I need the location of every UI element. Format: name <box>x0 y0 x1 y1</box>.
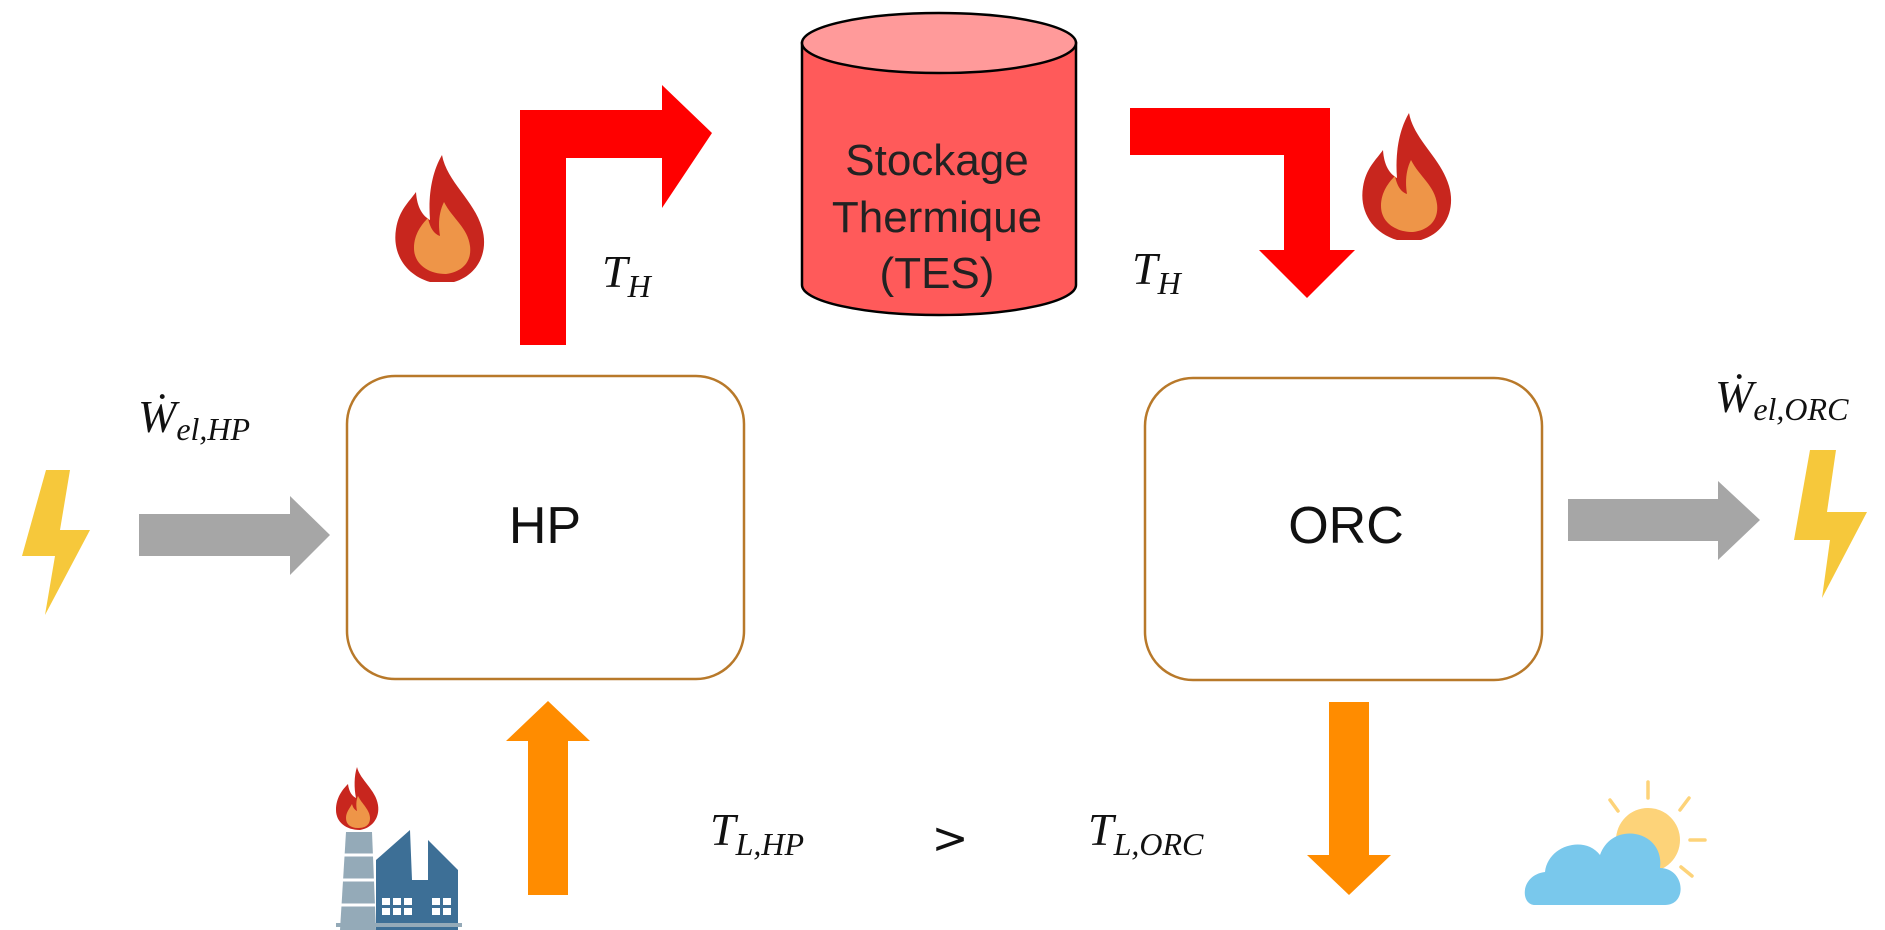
tl-orc-label: TL,ORC <box>1088 804 1204 862</box>
cloud-sun-icon <box>1524 780 1707 905</box>
th-left-label: TH <box>602 246 653 304</box>
hp-box <box>345 374 746 681</box>
tes-label-line2: Thermique <box>832 193 1042 242</box>
tl-hp-main: T <box>710 804 739 855</box>
hot-flow-arrow-hp-to-tes <box>520 85 712 345</box>
tl-hp-label: TL,HP <box>710 804 804 862</box>
tl-orc-sub: L,ORC <box>1113 826 1204 862</box>
cold-sink-arrow <box>1307 702 1391 895</box>
w-el-hp-main: Ẇ <box>138 391 180 442</box>
tes-tank-top <box>800 11 1078 75</box>
hp-block: HP <box>345 374 746 681</box>
lightning-icon <box>22 470 90 615</box>
orc-label: ORC <box>1288 497 1404 555</box>
th-right-sub: H <box>1157 265 1183 301</box>
factory-icon <box>336 767 462 930</box>
hp-label: HP <box>509 497 581 555</box>
tes-label-line1: Stockage <box>845 136 1028 185</box>
tl-orc-main: T <box>1088 804 1117 855</box>
th-left-main: T <box>602 246 631 297</box>
hot-flow-arrow-tes-to-orc <box>1130 108 1355 298</box>
th-left-sub: H <box>627 268 653 304</box>
electric-input-arrow <box>139 496 330 575</box>
w-el-hp-label: Ẇel,HP <box>138 391 250 447</box>
flame-icon <box>1362 113 1452 240</box>
tl-hp-sub: L,HP <box>735 826 804 862</box>
th-right-main: T <box>1132 243 1161 294</box>
tes-label-line3: (TES) <box>880 249 995 298</box>
comparison-symbol: > <box>932 813 969 864</box>
tes-tank-body <box>800 41 1078 317</box>
electric-output-arrow <box>1568 481 1760 560</box>
orc-box <box>1143 376 1544 682</box>
th-right-label: TH <box>1132 243 1183 301</box>
flame-icon <box>395 155 485 282</box>
w-el-hp-sub: el,HP <box>176 411 250 447</box>
tes-tank: Stockage Thermique (TES) <box>800 11 1078 317</box>
w-el-orc-sub: el,ORC <box>1753 391 1849 427</box>
orc-block: ORC <box>1143 376 1544 682</box>
cold-source-arrow <box>506 701 590 895</box>
w-el-orc-label: Ẇel,ORC <box>1715 371 1849 427</box>
w-el-orc-main: Ẇ <box>1715 371 1757 422</box>
lightning-icon <box>1794 450 1867 598</box>
